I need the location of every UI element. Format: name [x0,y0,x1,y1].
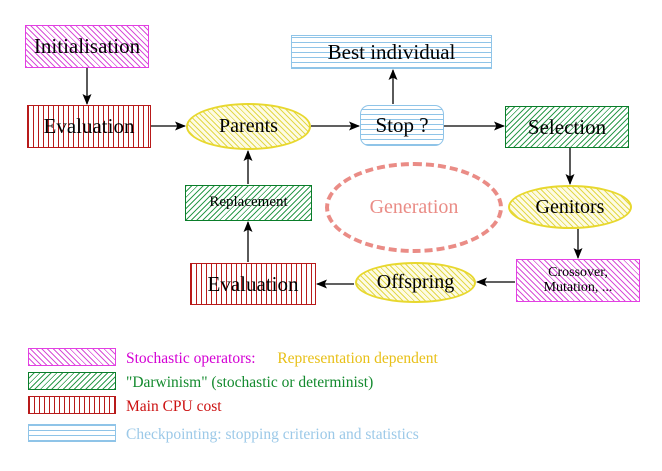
legend-swatch-red-vertical [28,396,116,414]
node-genitors-label: Genitors [535,195,605,218]
node-best-individual[interactable]: Best individual [291,35,492,69]
node-parents-label: Parents [219,115,278,137]
node-replacement-label: Replacement [209,194,288,211]
node-crossover-mutation[interactable]: Crossover, Mutation, ... [516,259,640,302]
legend-swatch-blue-horizontal [28,424,116,442]
legend-text-checkpointing: Checkpointing: stopping criterion and st… [126,426,419,443]
legend-row-darwinism: "Darwinism" (stochastic or determinist) [0,372,662,394]
node-replacement[interactable]: Replacement [185,185,312,221]
legend-text-stochastic-secondary: Representation dependent [277,350,438,367]
legend-row-cpu: Main CPU cost [0,396,662,418]
legend-swatch-magenta-hatch [28,348,116,366]
node-parents[interactable]: Parents [186,103,311,150]
node-evaluation-bottom[interactable]: Evaluation [190,263,316,305]
legend-row-checkpointing: Checkpointing: stopping criterion and st… [0,424,662,446]
legend-text-darwinism: "Darwinism" (stochastic or determinist) [126,374,374,391]
node-initialisation[interactable]: Initialisation [25,25,149,68]
node-stop[interactable]: Stop ? [360,105,444,146]
node-generation-cycle: Generation [325,162,503,253]
node-evaluation-top-label: Evaluation [43,114,135,139]
node-best-individual-label: Best individual [327,39,456,64]
legend: Stochastic operators: Representation dep… [0,336,662,456]
legend-swatch-green-hatch [28,372,116,390]
node-evaluation-bottom-label: Evaluation [207,271,299,296]
node-stop-label: Stop ? [375,113,429,138]
legend-row-stochastic: Stochastic operators: Representation dep… [0,348,662,370]
legend-text-stochastic-primary: Stochastic operators: [126,350,256,367]
node-selection-label: Selection [527,114,607,139]
node-offspring[interactable]: Offspring [355,262,476,303]
node-genitors[interactable]: Genitors [508,185,632,229]
node-offspring-label: Offspring [376,271,455,293]
legend-text-cpu: Main CPU cost [126,398,222,415]
node-crossover-mutation-label: Crossover, Mutation, ... [543,264,613,295]
node-initialisation-label: Initialisation [33,34,141,59]
node-selection[interactable]: Selection [505,106,629,148]
node-generation-label: Generation [369,196,459,218]
node-evaluation-top[interactable]: Evaluation [27,105,151,148]
legend-text-stochastic: Stochastic operators: Representation dep… [126,350,438,368]
